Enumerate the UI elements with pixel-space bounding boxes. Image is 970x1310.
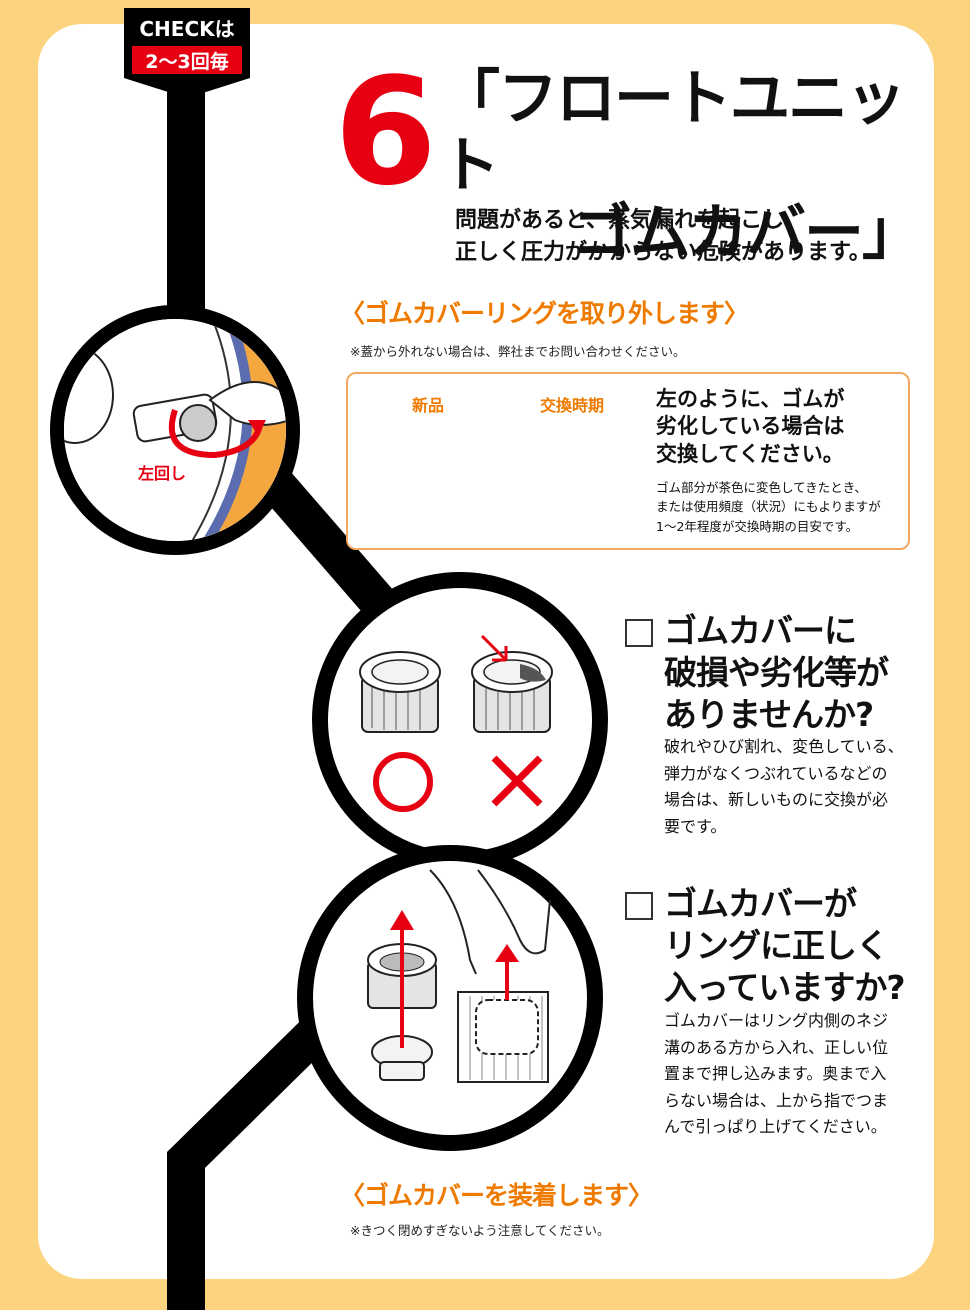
replacement-detail-line1: ゴム部分が茶色に変色してきたとき、: [656, 480, 867, 495]
check1-description: 破れやひび割れ、変色している、 弾力がなくつぶれているなどの 場合は、新しいもの…: [664, 734, 904, 840]
check2-line1: ゴムカバーが: [664, 884, 857, 923]
new-label: 新品: [412, 396, 445, 415]
check2-heading: ゴムカバーが リングに正しく 入っていますか?: [664, 883, 905, 1010]
check-badge-icon: CHECKは 2〜3回毎: [124, 8, 250, 98]
check2-line2: リングに正しく: [664, 926, 889, 966]
replacement-detail: ゴム部分が茶色に変色してきたとき、 または使用頻度（状況）にもよりますが 1〜2…: [656, 478, 881, 536]
step-title-line2: ゴムカバー」: [572, 198, 922, 269]
replacement-detail-line3: 1〜2年程度が交換時期の目安です。: [656, 518, 859, 534]
check2-desc3: 置まで押し込みます。奥まで入: [664, 1064, 887, 1084]
rotation-label: 左回し: [138, 464, 187, 483]
check1-line2: 破損や劣化等が: [664, 653, 889, 693]
check1-desc2: 弾力がなくつぶれているなどの: [664, 763, 888, 783]
replacement-heading-line3: 交換してください。: [656, 441, 844, 466]
rotate-left-arrow-icon: [168, 409, 263, 459]
intro-text: 問題があると、蒸気漏れを起こし、 正しく圧力がかからない危険があります。: [455, 205, 871, 269]
remove-heading: 〈ゴムカバーリングを取り外します〉: [340, 299, 749, 328]
check2-desc2: 溝のある方から入れ、正しい位: [664, 1037, 889, 1057]
checkbox-icon[interactable]: [625, 619, 653, 647]
attach-note: ※きつく閉めすぎないよう注意してください。: [350, 1223, 610, 1238]
badge-line1: CHECKは: [139, 17, 234, 41]
check1-line3: ありませんか?: [664, 695, 874, 735]
remove-note: ※蓋から外れない場合は、弊社までお問い合わせください。: [350, 344, 686, 359]
damage-check-illustration: [312, 572, 608, 868]
attach-heading: 〈ゴムカバーを装着します〉: [340, 1181, 653, 1210]
check2-desc4: らない場合は、上から指でつま: [664, 1090, 889, 1110]
damaged-cover-drawing: [471, 634, 553, 733]
check2-desc5: んで引っぱり上げてください。: [664, 1117, 887, 1137]
check1-desc4: 要です。: [664, 816, 727, 836]
intro-line1: 問題があると、蒸気漏れを起こし、: [455, 208, 807, 233]
replacement-info-box: [346, 372, 910, 550]
lid-removal-illustration: [50, 305, 300, 555]
step-title: 「フロートユニット ゴムカバー」: [440, 64, 922, 269]
replacement-detail-line2: または使用頻度（状況）にもよりますが: [656, 499, 881, 515]
check1-line1: ゴムカバーに: [664, 611, 857, 650]
good-cover-drawing: [359, 651, 441, 733]
step-title-line1: 「フロートユニット: [440, 64, 906, 202]
check2-line3: 入っていますか?: [664, 968, 905, 1008]
intro-line2: 正しく圧力がかからない危険があります。: [455, 239, 871, 265]
step-number: 6: [334, 46, 437, 218]
check2-description: ゴムカバーはリング内側のネジ 溝のある方から入れ、正しい位 置まで押し込みます。…: [664, 1008, 888, 1141]
old-label: 交換時期: [540, 396, 605, 415]
badge-line2: 2〜3回毎: [145, 50, 228, 73]
check1-desc3: 場合は、新しいものに交換が必: [664, 790, 889, 810]
replacement-heading-line2: 劣化している場合は: [656, 414, 845, 439]
check1-heading: ゴムカバーに 破損や劣化等が ありませんか?: [664, 610, 889, 737]
check1-desc1: 破れやひび割れ、変色している、: [664, 737, 904, 756]
circle-ok-icon: [373, 752, 433, 812]
install-illustration: [297, 845, 603, 1151]
replacement-heading-line1: 左のように、ゴムが: [656, 387, 845, 411]
cross-ng-icon: [491, 755, 543, 807]
check2-desc1: ゴムカバーはリング内側のネジ: [664, 1011, 889, 1030]
checkbox-icon[interactable]: [625, 892, 653, 920]
replacement-heading: 左のように、ゴムが 劣化している場合は 交換してください。: [656, 386, 844, 468]
